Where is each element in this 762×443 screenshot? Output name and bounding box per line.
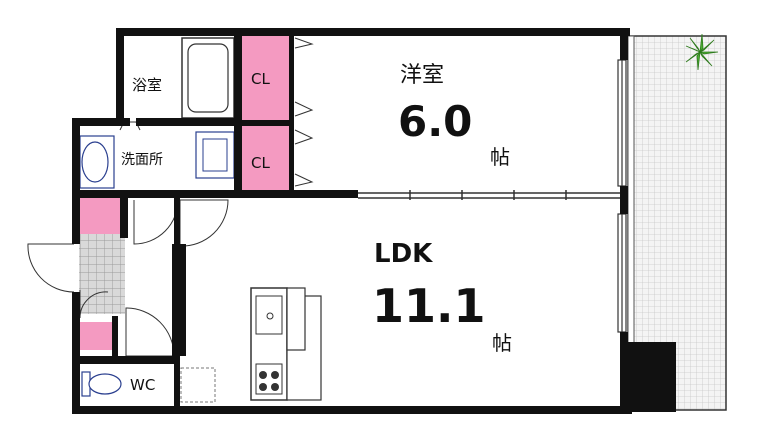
- plant-icon: [685, 33, 719, 71]
- closet-lower: [241, 126, 289, 190]
- western-room-size: 6.0: [398, 97, 472, 146]
- walls: [72, 28, 632, 414]
- bathtub: [181, 37, 235, 119]
- ldk-name: LDK: [374, 239, 433, 269]
- washbasin-icon: [79, 135, 115, 189]
- toilet-icon: [81, 371, 122, 397]
- closet-upper: [241, 36, 289, 120]
- washroom-label: 洗面所: [121, 152, 163, 168]
- western-room-name: 洋室: [400, 63, 444, 88]
- ldk-size: 11.1: [372, 279, 486, 333]
- washing-machine-pan: [195, 131, 235, 179]
- shoe-cabinet-lower: [79, 322, 115, 350]
- ldk-unit: 帖: [492, 331, 512, 355]
- closet-upper-label: CL: [251, 70, 270, 88]
- shoe-cabinet-upper: [79, 198, 125, 234]
- closet-lower-label: CL: [251, 154, 270, 172]
- bath-label: 浴室: [132, 76, 162, 94]
- fridge-space: [180, 367, 216, 403]
- sliding-partition: [358, 190, 620, 200]
- western-room-unit: 帖: [490, 145, 510, 169]
- kitchen-counter: [250, 287, 322, 401]
- balcony: [620, 35, 727, 412]
- toilet-label: WC: [130, 376, 155, 394]
